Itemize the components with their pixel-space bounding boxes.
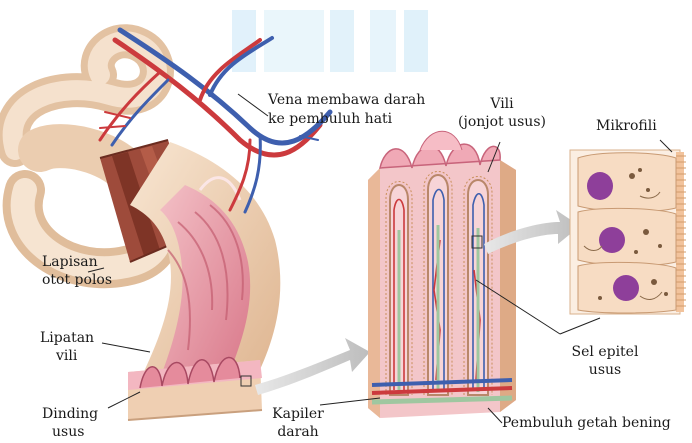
- label-vili-line1: Vili: [462, 96, 542, 113]
- label-lipatan-line2: vili: [56, 348, 77, 365]
- label-dinding-line1: Dinding: [42, 406, 98, 423]
- label-pembuluh-getah-bening: Pembuluh getah bening: [502, 415, 671, 432]
- villi-block: [368, 131, 516, 418]
- label-mikrofili: Mikrofili: [596, 118, 657, 135]
- label-lipatan-line1: Lipatan: [40, 330, 94, 347]
- label-kapiler-line2: darah: [258, 424, 338, 441]
- epithelial-cells-panel: [570, 150, 686, 314]
- zoom-arrow-1: [255, 338, 370, 395]
- label-vena-line1: Vena membawa darah: [268, 92, 425, 109]
- label-vili-line2: (jonjot usus): [452, 114, 552, 131]
- label-lapisan-line1: Lapisan: [42, 254, 98, 271]
- label-vena-line2: ke pembuluh hati: [268, 111, 392, 128]
- label-kapiler-line1: Kapiler: [258, 406, 338, 423]
- label-sel-epitel-line1: Sel epitel: [560, 344, 650, 361]
- label-sel-epitel-line2: usus: [560, 362, 650, 379]
- label-dinding-line2: usus: [52, 424, 84, 441]
- label-lapisan-line2: otot polos: [42, 272, 112, 289]
